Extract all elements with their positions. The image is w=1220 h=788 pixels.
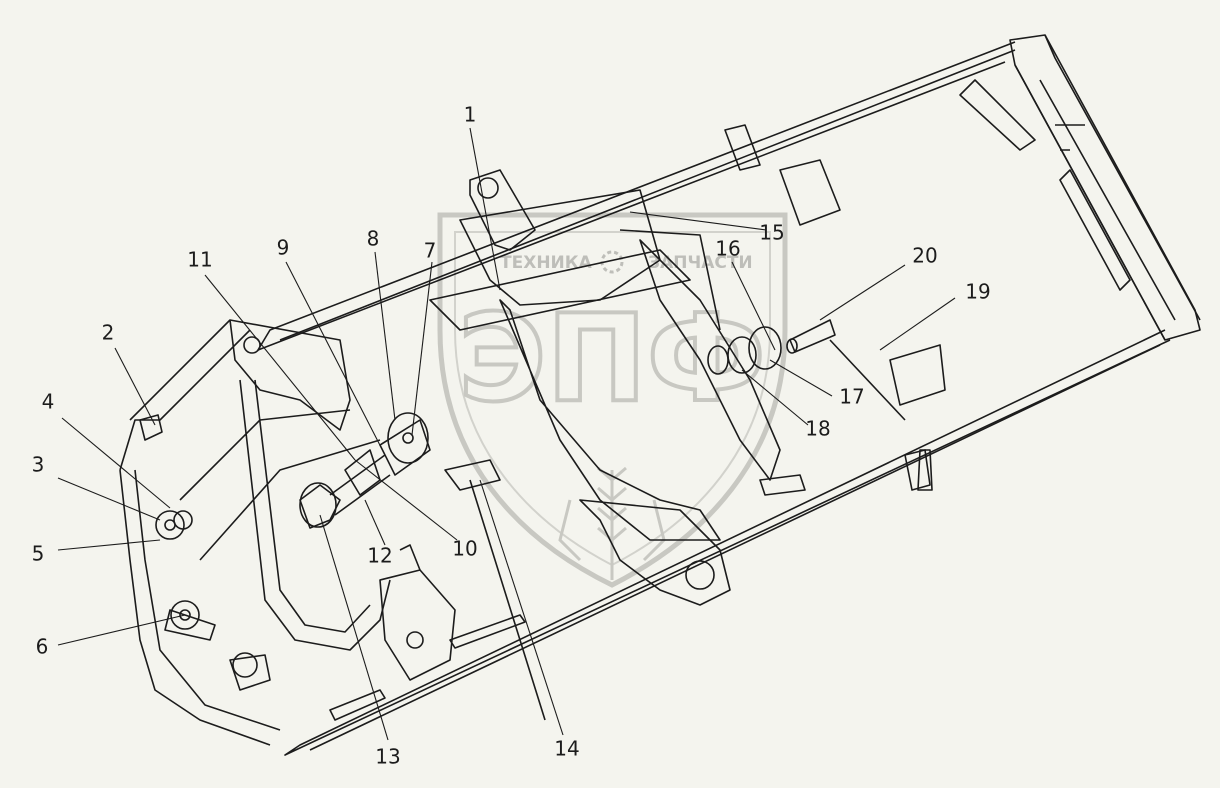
callout-1: 1 [464,103,477,127]
callout-14: 14 [554,737,579,761]
callout-15: 15 [759,221,784,245]
watermark-right-text: ЗАПЧАСТИ [648,253,753,273]
callout-4: 4 [42,390,55,414]
callout-3: 3 [32,453,45,477]
callout-2: 2 [102,321,115,345]
callout-13: 13 [375,745,400,769]
callouts: 1 2 3 4 5 6 7 8 9 10 11 12 13 14 15 16 1… [32,103,991,769]
callout-11: 11 [187,248,212,272]
callout-6: 6 [36,635,49,659]
watermark-shield [437,212,788,588]
watermark-left-text: ТЕХНИКА [500,253,593,273]
callout-12: 12 [367,544,392,568]
callout-8: 8 [367,227,380,251]
leader-lines [57,127,956,741]
callout-5: 5 [32,542,45,566]
callout-19: 19 [965,280,990,304]
callout-20: 20 [912,244,937,268]
callout-7: 7 [424,239,437,263]
callout-16: 16 [715,237,740,261]
callout-18: 18 [805,417,830,441]
callout-9: 9 [277,236,290,260]
callout-10: 10 [452,537,477,561]
frame-body [119,34,1201,756]
callout-17: 17 [839,385,864,409]
watermark: ЭПФ ТЕХНИКА ЗАПЧАСТИ [437,212,788,588]
